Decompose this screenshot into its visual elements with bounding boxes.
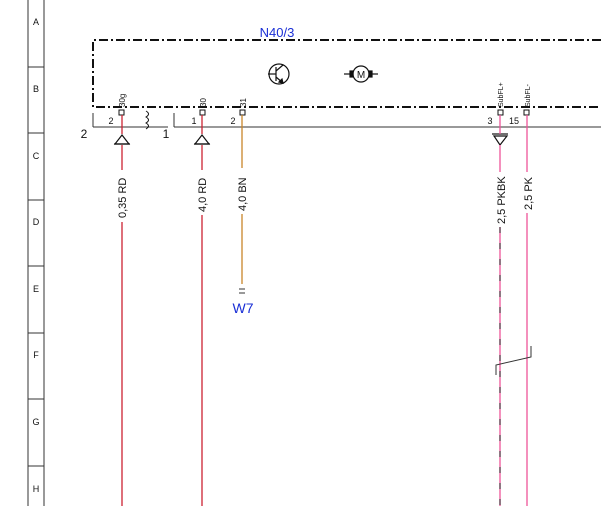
connector-housing-right — [173, 113, 601, 128]
twisted-pair-marker — [495, 346, 532, 375]
pin-31: 31 2 — [230, 98, 248, 126]
row-label-d: D — [33, 217, 40, 227]
row-label-e: E — [33, 284, 39, 294]
motor-icon — [344, 65, 378, 83]
row-label-c: C — [33, 151, 40, 161]
row-label-a: A — [33, 17, 39, 27]
row-ruler: A B C D E F G H — [27, 0, 45, 506]
transistor-icon — [268, 63, 290, 85]
wire-2-5-pkbk: 2,5 PKBK — [496, 115, 508, 506]
connector-label-left: 2 — [81, 127, 88, 141]
pin-subfl-minus: SubFL- 15 — [509, 83, 532, 126]
pin-number-subfl-plus: 3 — [487, 116, 492, 126]
arrow-up-icon — [113, 134, 131, 145]
row-label-h: H — [33, 484, 40, 494]
pin-number-subfl-minus: 15 — [509, 116, 519, 126]
ground-terminal-icon — [239, 288, 245, 294]
wire-4-0-rd: 4,0 RD — [197, 115, 209, 506]
arrow-down-icon — [492, 133, 509, 147]
wire-2-5-pk: 2,5 PK — [523, 115, 535, 506]
motor-letter: M — [357, 70, 365, 81]
arrow-up-icon — [193, 134, 211, 145]
pin-name-subfl-minus: SubFL- — [525, 83, 532, 107]
wire-label-4-0-rd: 4,0 RD — [197, 178, 209, 212]
wire-label-2-5-pkbk: 2,5 PKBK — [496, 176, 508, 224]
connector-label-right: 1 — [163, 127, 170, 141]
wire-4-0-bn: 4,0 BN — [237, 115, 249, 284]
wire-label-4-0-bn: 4,0 BN — [237, 177, 249, 211]
connector-housing-left — [92, 113, 168, 128]
row-label-b: B — [33, 84, 39, 94]
ground-reference-label: W7 — [233, 300, 254, 316]
pin-name-30g: 30g — [118, 94, 127, 107]
pin-name-subfl-plus: SubFL+ — [498, 82, 505, 107]
pin-number-31: 2 — [230, 116, 235, 126]
row-label-g: G — [32, 417, 39, 427]
row-label-f: F — [33, 350, 39, 360]
inductor-icon — [145, 110, 149, 130]
wire-label-2-5-pk: 2,5 PK — [523, 176, 535, 210]
pin-name-31: 31 — [239, 98, 248, 107]
component-boundary — [92, 39, 601, 108]
wire-label-0-35-rd: 0,35 RD — [117, 178, 129, 218]
wire-0-35-rd: 0,35 RD — [117, 115, 129, 506]
pin-name-30: 30 — [199, 98, 208, 107]
pin-number-30g: 2 — [108, 116, 113, 126]
pin-subfl-plus: SubFL+ 3 — [487, 82, 505, 126]
component-label: N40/3 — [260, 25, 295, 40]
pin-30: 30 1 — [191, 98, 208, 126]
pin-30g: 30g 2 — [108, 94, 127, 126]
pin-number-30: 1 — [191, 116, 196, 126]
